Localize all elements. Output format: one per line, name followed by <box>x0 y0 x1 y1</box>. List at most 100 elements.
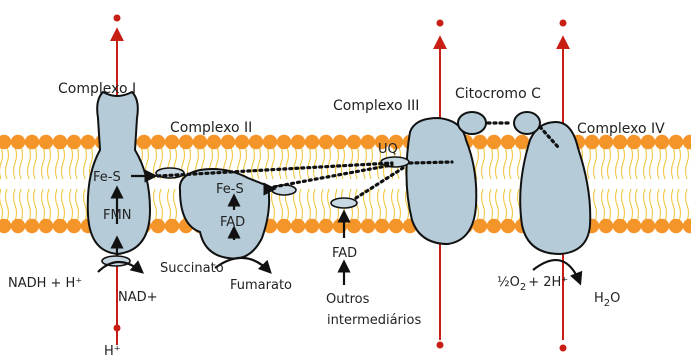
lipid-head <box>221 135 235 149</box>
lipid-head <box>67 135 81 149</box>
lipid-head <box>263 135 277 149</box>
lipid-tail <box>28 147 31 179</box>
lipid-head <box>25 219 39 233</box>
lipid-tail <box>616 147 619 179</box>
lipid-head <box>361 219 375 233</box>
lipid-tail <box>664 189 667 221</box>
label-complexo-3: Complexo III <box>333 98 419 114</box>
label-fumarato: Fumarato <box>230 278 292 293</box>
lipid-tail <box>616 189 619 221</box>
label-complexo-1: Complexo I <box>58 81 136 97</box>
lipid-head <box>305 135 319 149</box>
lipid-tail <box>490 189 493 221</box>
lipid-tail <box>308 147 311 179</box>
lipid-tail <box>496 189 499 221</box>
lipid-tail <box>314 147 317 179</box>
lipid-head <box>347 135 361 149</box>
lipid-tail <box>252 147 255 179</box>
lipid-head <box>0 135 11 149</box>
lipid-tail <box>356 147 359 179</box>
lipid-tail <box>272 147 275 179</box>
lipid-head <box>501 135 515 149</box>
lipid-tail <box>672 189 675 221</box>
lipid-head <box>683 135 691 149</box>
lipid-tail <box>244 147 247 179</box>
lipid-tail <box>630 189 633 221</box>
label-outros: Outros <box>326 292 370 307</box>
lipid-head <box>39 135 53 149</box>
lipid-tail <box>686 147 689 179</box>
label-h2o-o: O <box>610 291 620 306</box>
label-complexo-4: Complexo IV <box>577 121 665 137</box>
lipid-head <box>683 219 691 233</box>
lipid-head <box>487 219 501 233</box>
lipid-tail <box>650 189 653 221</box>
lipid-tail <box>482 189 485 221</box>
lipid-tail <box>56 147 59 179</box>
lipid-tail <box>602 189 605 221</box>
lipid-tail <box>658 189 661 221</box>
carrier-oval-3 <box>331 198 357 208</box>
lipid-tail <box>300 189 303 221</box>
lipid-head <box>319 135 333 149</box>
lipid-head <box>0 219 11 233</box>
lipid-tail <box>482 147 485 179</box>
lipid-tail <box>504 147 507 179</box>
lipid-head <box>627 219 641 233</box>
lipid-head <box>487 135 501 149</box>
lipid-head <box>669 135 683 149</box>
lipid-tail <box>518 147 521 179</box>
lipid-tail <box>504 189 507 221</box>
lipid-tail <box>0 147 3 179</box>
lipid-tail <box>658 147 661 179</box>
lipid-tail <box>76 189 79 221</box>
lipid-tail <box>496 147 499 179</box>
lipid-tail <box>14 189 17 221</box>
lipid-tail <box>48 189 51 221</box>
lipid-tail <box>636 147 639 179</box>
lipid-tail <box>42 147 45 179</box>
lipid-tail <box>56 189 59 221</box>
lipid-tail <box>476 147 479 179</box>
label-o2-rest: + 2H⁺ <box>528 275 568 290</box>
lipid-tail <box>594 147 597 179</box>
lipid-head <box>11 135 25 149</box>
lipid-head <box>389 219 403 233</box>
lipid-tail <box>20 147 23 179</box>
lipid-head <box>655 219 669 233</box>
lipid-tail <box>168 189 171 221</box>
lipid-tail <box>258 147 261 179</box>
lipid-head <box>249 135 263 149</box>
label-fe-s-2: Fe-S <box>216 182 244 197</box>
lipid-head <box>67 219 81 233</box>
lipid-tail <box>588 147 591 179</box>
label-citocromo-c: Citocromo C <box>455 86 541 102</box>
lipid-head <box>613 219 627 233</box>
lipid-tail <box>28 189 31 221</box>
lipid-tail <box>644 147 647 179</box>
lipid-tail <box>328 189 331 221</box>
lipid-head <box>165 219 179 233</box>
label-h-plus: H⁺ <box>104 344 121 359</box>
lipid-tail <box>608 189 611 221</box>
cytochrome-c-left <box>458 112 486 134</box>
lipid-head <box>319 219 333 233</box>
lipid-head <box>333 135 347 149</box>
lipid-head <box>165 135 179 149</box>
lipid-tail <box>154 189 157 221</box>
lipid-head <box>151 135 165 149</box>
lipid-tail <box>0 189 3 221</box>
label-uq: UQ <box>378 142 398 157</box>
label-intermediarios: intermediários <box>327 313 421 328</box>
lipid-tail <box>328 147 331 179</box>
lipid-tail <box>286 147 289 179</box>
lipid-tail <box>630 147 633 179</box>
lipid-head <box>235 135 249 149</box>
lipid-tail <box>294 189 297 221</box>
complex-3-shape <box>406 118 476 244</box>
label-succinato: Succinato <box>160 261 224 276</box>
label-nad: NAD+ <box>118 290 158 305</box>
lipid-head <box>669 219 683 233</box>
lipid-tail <box>294 147 297 179</box>
